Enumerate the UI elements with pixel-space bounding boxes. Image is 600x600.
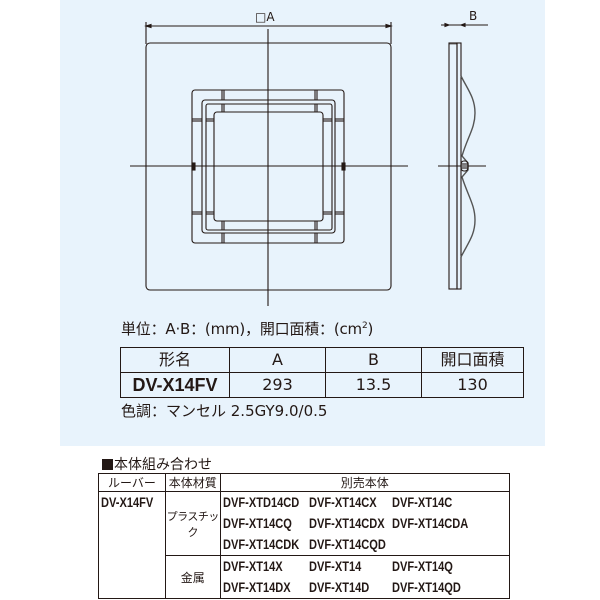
technical-drawing — [130, 22, 488, 306]
material-metal: 金属 — [164, 555, 221, 599]
spec-row: DV-X14FV 293 13.5 130 — [120, 372, 524, 398]
combination-title: 本体組み合わせ — [102, 454, 212, 474]
color-note: 色調：マンセル 2.5GY9.0/0.5 — [121, 402, 328, 420]
dimension-label-b: B — [469, 9, 478, 23]
combo-header-row: ルーバー 本体材質 別売本体 — [98, 473, 510, 492]
header-louver: ルーバー — [98, 473, 166, 492]
value-a: 293 — [229, 372, 326, 398]
units-note: 単位：A·B：(mm)，開口面積：(cm2) — [121, 320, 374, 338]
louver-model: DV-X14FV — [98, 491, 166, 599]
combination-table: ルーバー 本体材質 別売本体 DV-X14FV プラスチック DVF-XTD14… — [98, 473, 510, 599]
header-b: B — [325, 347, 422, 373]
dimension-label-a: □A — [255, 10, 275, 24]
square-bullet-icon — [102, 459, 113, 470]
header-model: 形名 — [120, 347, 230, 373]
value-b: 13.5 — [325, 372, 422, 398]
header-opening-area: 開口面積 — [421, 347, 524, 373]
value-opening-area: 130 — [421, 372, 524, 398]
model-name: DV-X14FV — [120, 372, 230, 398]
spec-header-row: 形名 A B 開口面積 — [120, 347, 524, 373]
header-a: A — [229, 347, 326, 373]
side-view — [438, 22, 488, 290]
material-plastic: プラスチック — [164, 491, 221, 556]
dimension-a — [144, 22, 393, 44]
spec-table: 形名 A B 開口面積 DV-X14FV 293 13.5 130 — [120, 347, 524, 398]
header-body: 別売本体 — [219, 473, 510, 492]
header-material: 本体材質 — [164, 473, 221, 492]
